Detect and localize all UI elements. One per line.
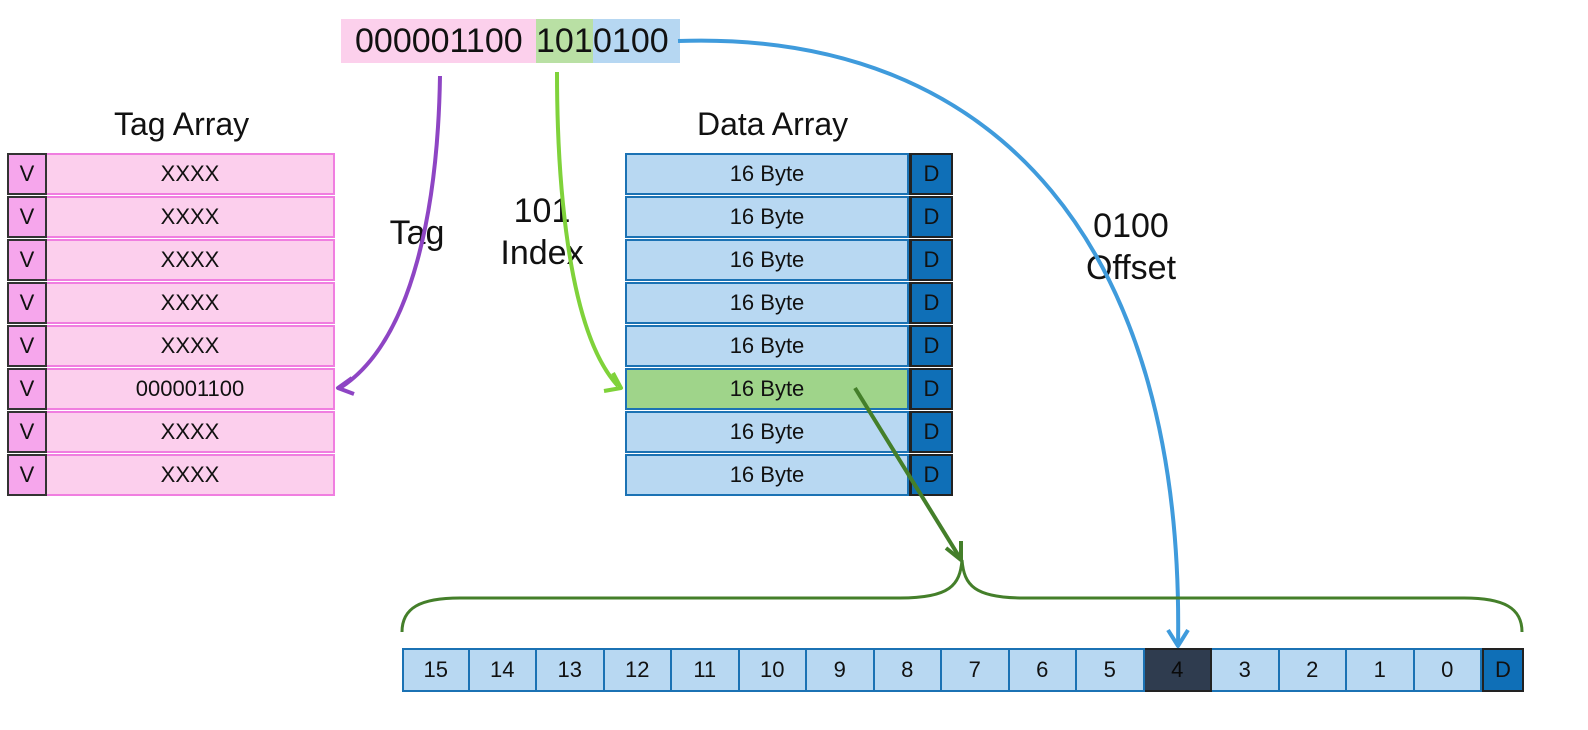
data-block: 16 Byte xyxy=(625,239,909,281)
address-offset-bits: 0100 xyxy=(593,19,680,63)
tag-array-title: Tag Array xyxy=(114,106,250,142)
tag-cell: XXXX xyxy=(47,411,335,453)
byte-cell: 5 xyxy=(1077,648,1145,692)
tag-cell: XXXX xyxy=(47,239,335,281)
byte-cell: 10 xyxy=(739,648,807,692)
tag-row-matched: V 000001100 xyxy=(7,368,335,410)
valid-bit: V xyxy=(7,153,47,195)
offset-value-label: 0100 xyxy=(1093,207,1169,245)
data-block: 16 Byte xyxy=(625,196,909,238)
tag-row: V XXXX xyxy=(7,411,335,453)
tag-cell: XXXX xyxy=(47,454,335,496)
data-row: 16 Byte D xyxy=(625,325,953,367)
expand-arrow xyxy=(853,386,962,560)
tag-cell: 000001100 xyxy=(47,368,335,410)
tag-label: Tag xyxy=(389,214,445,252)
index-arrowhead xyxy=(603,372,623,393)
byte-cell: 3 xyxy=(1212,648,1280,692)
tag-row: V XXXX xyxy=(7,282,335,324)
tag-arrow xyxy=(338,75,442,390)
byte-brace xyxy=(400,559,1524,633)
data-row: 16 Byte D xyxy=(625,454,953,496)
byte-cell: 6 xyxy=(1009,648,1077,692)
valid-bit: V xyxy=(7,282,47,324)
tag-cell: XXXX xyxy=(47,153,335,195)
tag-row: V XXXX xyxy=(7,239,335,281)
tag-row: V XXXX xyxy=(7,454,335,496)
dirty-bit: D xyxy=(909,411,953,453)
byte-cell: 12 xyxy=(604,648,672,692)
tag-row: V XXXX xyxy=(7,153,335,195)
byte-cell: 9 xyxy=(807,648,875,692)
data-row: 16 Byte D xyxy=(625,153,953,195)
tag-cell: XXXX xyxy=(47,196,335,238)
byte-strip: 15 14 13 12 11 10 9 8 7 6 5 4 3 2 1 0 D xyxy=(402,648,1524,692)
data-block: 16 Byte xyxy=(625,411,909,453)
data-array-title: Data Array xyxy=(697,106,849,142)
data-row: 16 Byte D xyxy=(625,196,953,238)
data-row: 16 Byte D xyxy=(625,239,953,281)
valid-bit: V xyxy=(7,325,47,367)
tag-cell: XXXX xyxy=(47,325,335,367)
tag-cell: XXXX xyxy=(47,282,335,324)
address-bits: 000001100 101 0100 xyxy=(341,19,680,63)
valid-bit: V xyxy=(7,239,47,281)
data-row: 16 Byte D xyxy=(625,282,953,324)
data-block: 16 Byte xyxy=(625,325,909,367)
byte-cell: 13 xyxy=(537,648,605,692)
data-block: 16 Byte xyxy=(625,368,909,410)
byte-cell: 2 xyxy=(1279,648,1347,692)
byte-cell-selected: 4 xyxy=(1144,648,1212,692)
tag-arrowhead xyxy=(336,376,355,396)
dirty-bit: D xyxy=(909,153,953,195)
data-row: 16 Byte D xyxy=(625,411,953,453)
data-block: 16 Byte xyxy=(625,454,909,496)
valid-bit: V xyxy=(7,454,47,496)
tag-row: V XXXX xyxy=(7,196,335,238)
dirty-bit: D xyxy=(909,282,953,324)
address-index-bits: 101 xyxy=(536,19,593,63)
dirty-bit: D xyxy=(909,196,953,238)
byte-cell: 11 xyxy=(672,648,740,692)
byte-cell: 1 xyxy=(1347,648,1415,692)
valid-bit: V xyxy=(7,411,47,453)
valid-bit: V xyxy=(7,368,47,410)
dirty-bit: D xyxy=(909,239,953,281)
valid-bit: V xyxy=(7,196,47,238)
data-block: 16 Byte xyxy=(625,282,909,324)
data-block: 16 Byte xyxy=(625,153,909,195)
address-tag-bits: 000001100 xyxy=(341,19,536,63)
index-arrow xyxy=(555,71,620,388)
offset-arrowhead xyxy=(1166,628,1190,648)
byte-cell: 7 xyxy=(942,648,1010,692)
offset-arrow xyxy=(677,38,1181,647)
byte-cell: 15 xyxy=(402,648,470,692)
byte-cell: 14 xyxy=(469,648,537,692)
byte-cell: 0 xyxy=(1414,648,1482,692)
byte-strip-dirty-bit: D xyxy=(1482,648,1524,692)
tag-row: V XXXX xyxy=(7,325,335,367)
data-row-selected: 16 Byte D xyxy=(625,368,953,410)
dirty-bit: D xyxy=(909,325,953,367)
byte-cell: 8 xyxy=(874,648,942,692)
dirty-bit: D xyxy=(909,368,953,410)
